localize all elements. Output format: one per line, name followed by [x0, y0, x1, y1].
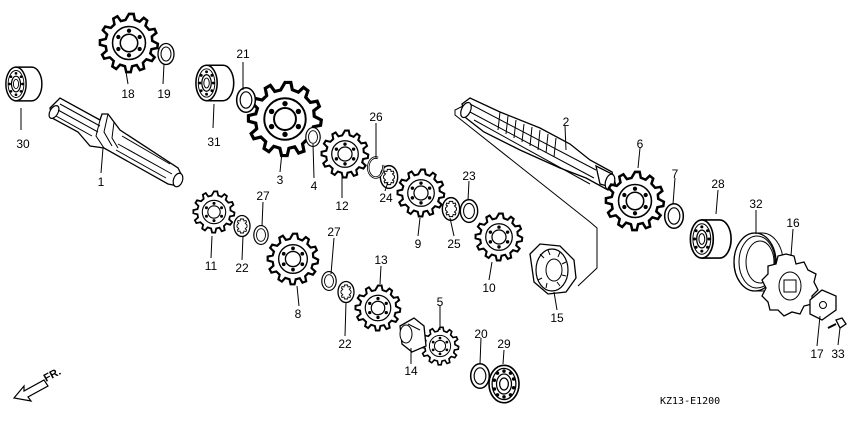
- circlip-26: [367, 156, 385, 179]
- gear-15: [529, 243, 577, 295]
- washer-20: [469, 362, 491, 390]
- washer-7: [663, 202, 685, 230]
- label-part-19: 19: [157, 87, 171, 101]
- label-part-27a: 27: [256, 189, 270, 203]
- label-part-27b: 27: [327, 225, 341, 239]
- washer-27b: [321, 270, 337, 292]
- label-part-29: 29: [497, 337, 511, 351]
- gear-18: [98, 12, 160, 74]
- label-part-12: 12: [335, 199, 349, 213]
- main-shaft: [48, 97, 184, 188]
- bearing-29: [488, 364, 520, 404]
- gear-11: [192, 190, 236, 234]
- label-part-15: 15: [550, 311, 564, 325]
- label-part-20: 20: [474, 327, 488, 341]
- label-part-22b: 22: [338, 337, 352, 351]
- label-part-33: 33: [831, 347, 845, 361]
- splined-washer-25: [441, 196, 461, 222]
- label-part-18: 18: [121, 87, 135, 101]
- front-direction-arrow: FR.: [12, 366, 63, 402]
- splined-washer-22a: [233, 214, 251, 238]
- label-part-30: 30: [16, 137, 30, 151]
- label-part-14: 14: [404, 364, 418, 378]
- label-part-5: 5: [437, 295, 444, 309]
- leader-lines: [20, 62, 841, 365]
- label-part-22a: 22: [235, 261, 249, 275]
- label-part-9: 9: [415, 237, 422, 251]
- label-part-26: 26: [369, 110, 383, 124]
- sprocket-5: [420, 326, 460, 366]
- gear-12: [320, 129, 370, 179]
- drive-sprocket-16: [761, 253, 819, 317]
- label-part-16: 16: [786, 216, 800, 230]
- collar-19: [157, 42, 175, 66]
- label-part-2: 2: [563, 115, 570, 129]
- label-part-13: 13: [374, 253, 388, 267]
- label-part-6: 6: [637, 137, 644, 151]
- bushing-14: [399, 317, 427, 353]
- label-part-31: 31: [207, 135, 221, 149]
- label-part-21: 21: [236, 47, 250, 61]
- gear-9: [396, 168, 446, 218]
- washer-21: [235, 86, 257, 114]
- label-part-3: 3: [277, 173, 284, 187]
- bolt-33: [827, 317, 847, 329]
- washer-27a: [253, 224, 269, 246]
- label-part-28: 28: [711, 177, 725, 191]
- diagram-code: KZ13-E1200: [660, 396, 720, 407]
- part-labels: 1 2 3 4 5 6 7 8 9 10 11 12 13 14 15 16 1…: [16, 47, 845, 378]
- label-part-24: 24: [379, 191, 393, 205]
- front-direction-label: FR.: [42, 366, 63, 385]
- label-part-23: 23: [462, 169, 476, 183]
- label-part-8: 8: [295, 307, 302, 321]
- gear-13: [354, 284, 402, 332]
- splined-washer-22b: [337, 280, 355, 304]
- label-part-4: 4: [311, 179, 318, 193]
- label-part-17: 17: [810, 347, 824, 361]
- gear-10: [474, 212, 524, 262]
- counter-shaft: [460, 97, 617, 191]
- label-part-25: 25: [447, 237, 461, 251]
- washer-4: [305, 126, 321, 148]
- bearing-28: [689, 218, 733, 260]
- label-part-32: 32: [749, 197, 763, 211]
- washer-23: [459, 198, 479, 224]
- gear-8: [266, 232, 320, 286]
- label-part-7: 7: [672, 167, 679, 181]
- countershaft-group-bracket: [454, 105, 598, 287]
- label-part-10: 10: [482, 281, 496, 295]
- label-part-11: 11: [205, 259, 218, 273]
- label-part-1: 1: [98, 175, 105, 189]
- bearing-30: [5, 66, 43, 102]
- fixing-plate-17: [809, 289, 837, 321]
- bearing-31: [195, 64, 235, 102]
